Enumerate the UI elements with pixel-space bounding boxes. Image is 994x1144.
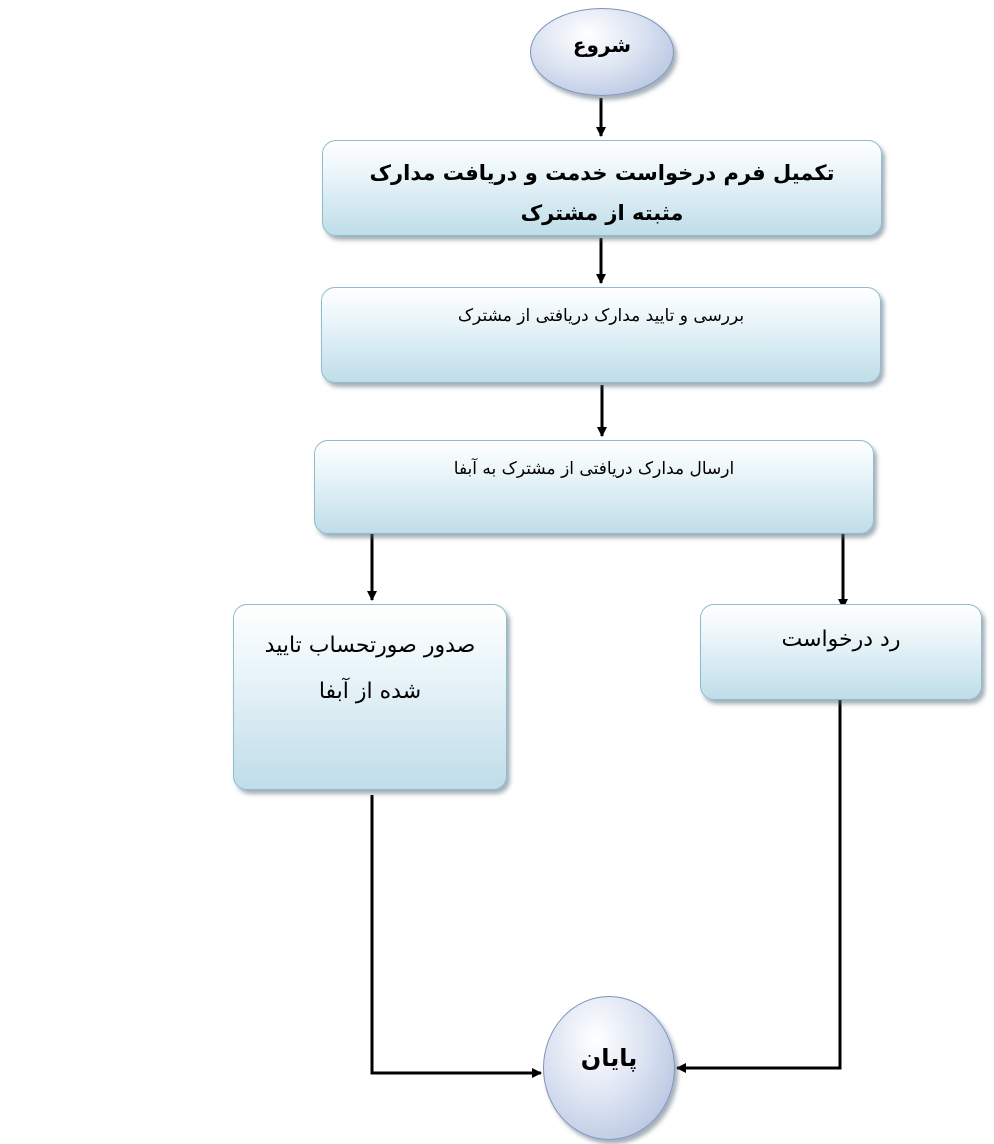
end-label: پایان — [580, 1044, 638, 1072]
issue-invoice-node: صدور صورتحساب تایید شده از آبفا — [233, 604, 507, 790]
end-node: پایان — [543, 996, 675, 1140]
review-step-label: بررسی و تایید مدارک دریافتی از مشترک — [457, 306, 745, 326]
start-node: شروع — [530, 8, 674, 96]
send-step-node: ارسال مدارک دریافتی از مشترک به آبفا — [314, 440, 874, 534]
start-label: شروع — [572, 33, 632, 57]
issue-invoice-label: صدور صورتحساب تایید شده از آبفا — [264, 633, 476, 704]
reject-request-label: رد درخواست — [781, 627, 901, 652]
edge-issue-end — [370, 795, 542, 1078]
form-step-node: تکمیل فرم درخواست خدمت و دریافت مدارک مث… — [322, 140, 882, 236]
edge-reject-end — [676, 700, 842, 1073]
send-step-label: ارسال مدارک دریافتی از مشترک به آبفا — [453, 459, 735, 479]
review-step-node: بررسی و تایید مدارک دریافتی از مشترک — [321, 287, 881, 383]
reject-request-node: رد درخواست — [700, 604, 982, 700]
form-step-label: تکمیل فرم درخواست خدمت و دریافت مدارک مث… — [369, 161, 835, 225]
